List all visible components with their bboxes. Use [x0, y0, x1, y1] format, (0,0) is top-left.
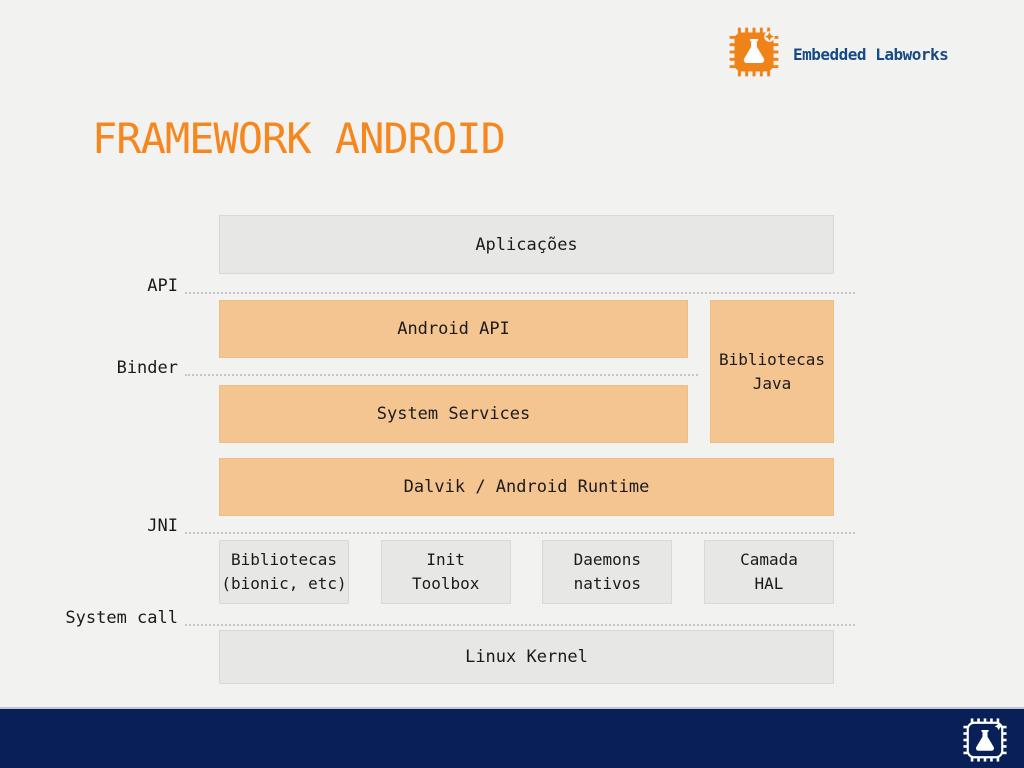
box-daemons-nativos: Daemons nativos [542, 540, 673, 604]
box-bibliotecas-bionic-line2: (bionic, etc) [221, 574, 347, 593]
box-bibliotecas-bionic-line1: Bibliotecas [231, 550, 337, 569]
box-init-toolbox-line1: Init [426, 550, 465, 569]
box-system-services: System Services [219, 385, 688, 443]
box-init-toolbox-line2: Toolbox [411, 574, 480, 593]
box-camada-hal-line2: HAL [754, 574, 784, 593]
native-layer-row: Bibliotecas (bionic, etc) Init Toolbox D… [219, 540, 834, 604]
box-linux-kernel-label: Linux Kernel [465, 647, 588, 667]
box-camada-hal: Camada HAL [703, 540, 834, 604]
page-title: FRAMEWORK ANDROID [92, 114, 506, 163]
box-bibliotecas-java: Bibliotecas Java [710, 300, 834, 443]
jni-divider-line [185, 532, 855, 534]
box-camada-hal-line1: Camada [740, 550, 798, 569]
api-divider-line [185, 292, 855, 294]
layer-label-system-call: System call [65, 608, 178, 628]
box-aplicacoes-label: Aplicações [475, 234, 578, 255]
box-daemons-nativos-line2: nativos [573, 574, 642, 593]
brand-name: Embedded Labworks [793, 44, 949, 64]
box-dalvik-label: Dalvik / Android Runtime [403, 477, 650, 497]
box-dalvik-android-runtime: Dalvik / Android Runtime [219, 458, 834, 516]
box-init-toolbox: Init Toolbox [380, 540, 511, 604]
box-bibliotecas-bionic: Bibliotecas (bionic, etc) [219, 540, 349, 604]
layer-label-api: API [147, 276, 178, 296]
box-system-services-label: System Services [376, 404, 531, 424]
footer-bar [0, 707, 1024, 768]
box-aplicacoes: Aplicações [219, 215, 834, 274]
system-call-divider-line [185, 624, 855, 626]
layer-label-binder: Binder [116, 358, 178, 378]
layer-label-jni: JNI [147, 516, 178, 536]
brand-header: Embedded Labworks [728, 26, 949, 82]
box-android-api: Android API [219, 300, 688, 358]
box-android-api-label: Android API [397, 319, 510, 339]
footer-chip-icon [962, 717, 1008, 767]
box-bibliotecas-java-line1: Bibliotecas [719, 349, 825, 369]
box-bibliotecas-java-line2: Java [752, 373, 792, 393]
box-daemons-nativos-line1: Daemons [573, 550, 642, 569]
box-linux-kernel: Linux Kernel [219, 630, 834, 684]
binder-divider-line [185, 374, 698, 376]
logo-chip-icon [728, 26, 780, 82]
